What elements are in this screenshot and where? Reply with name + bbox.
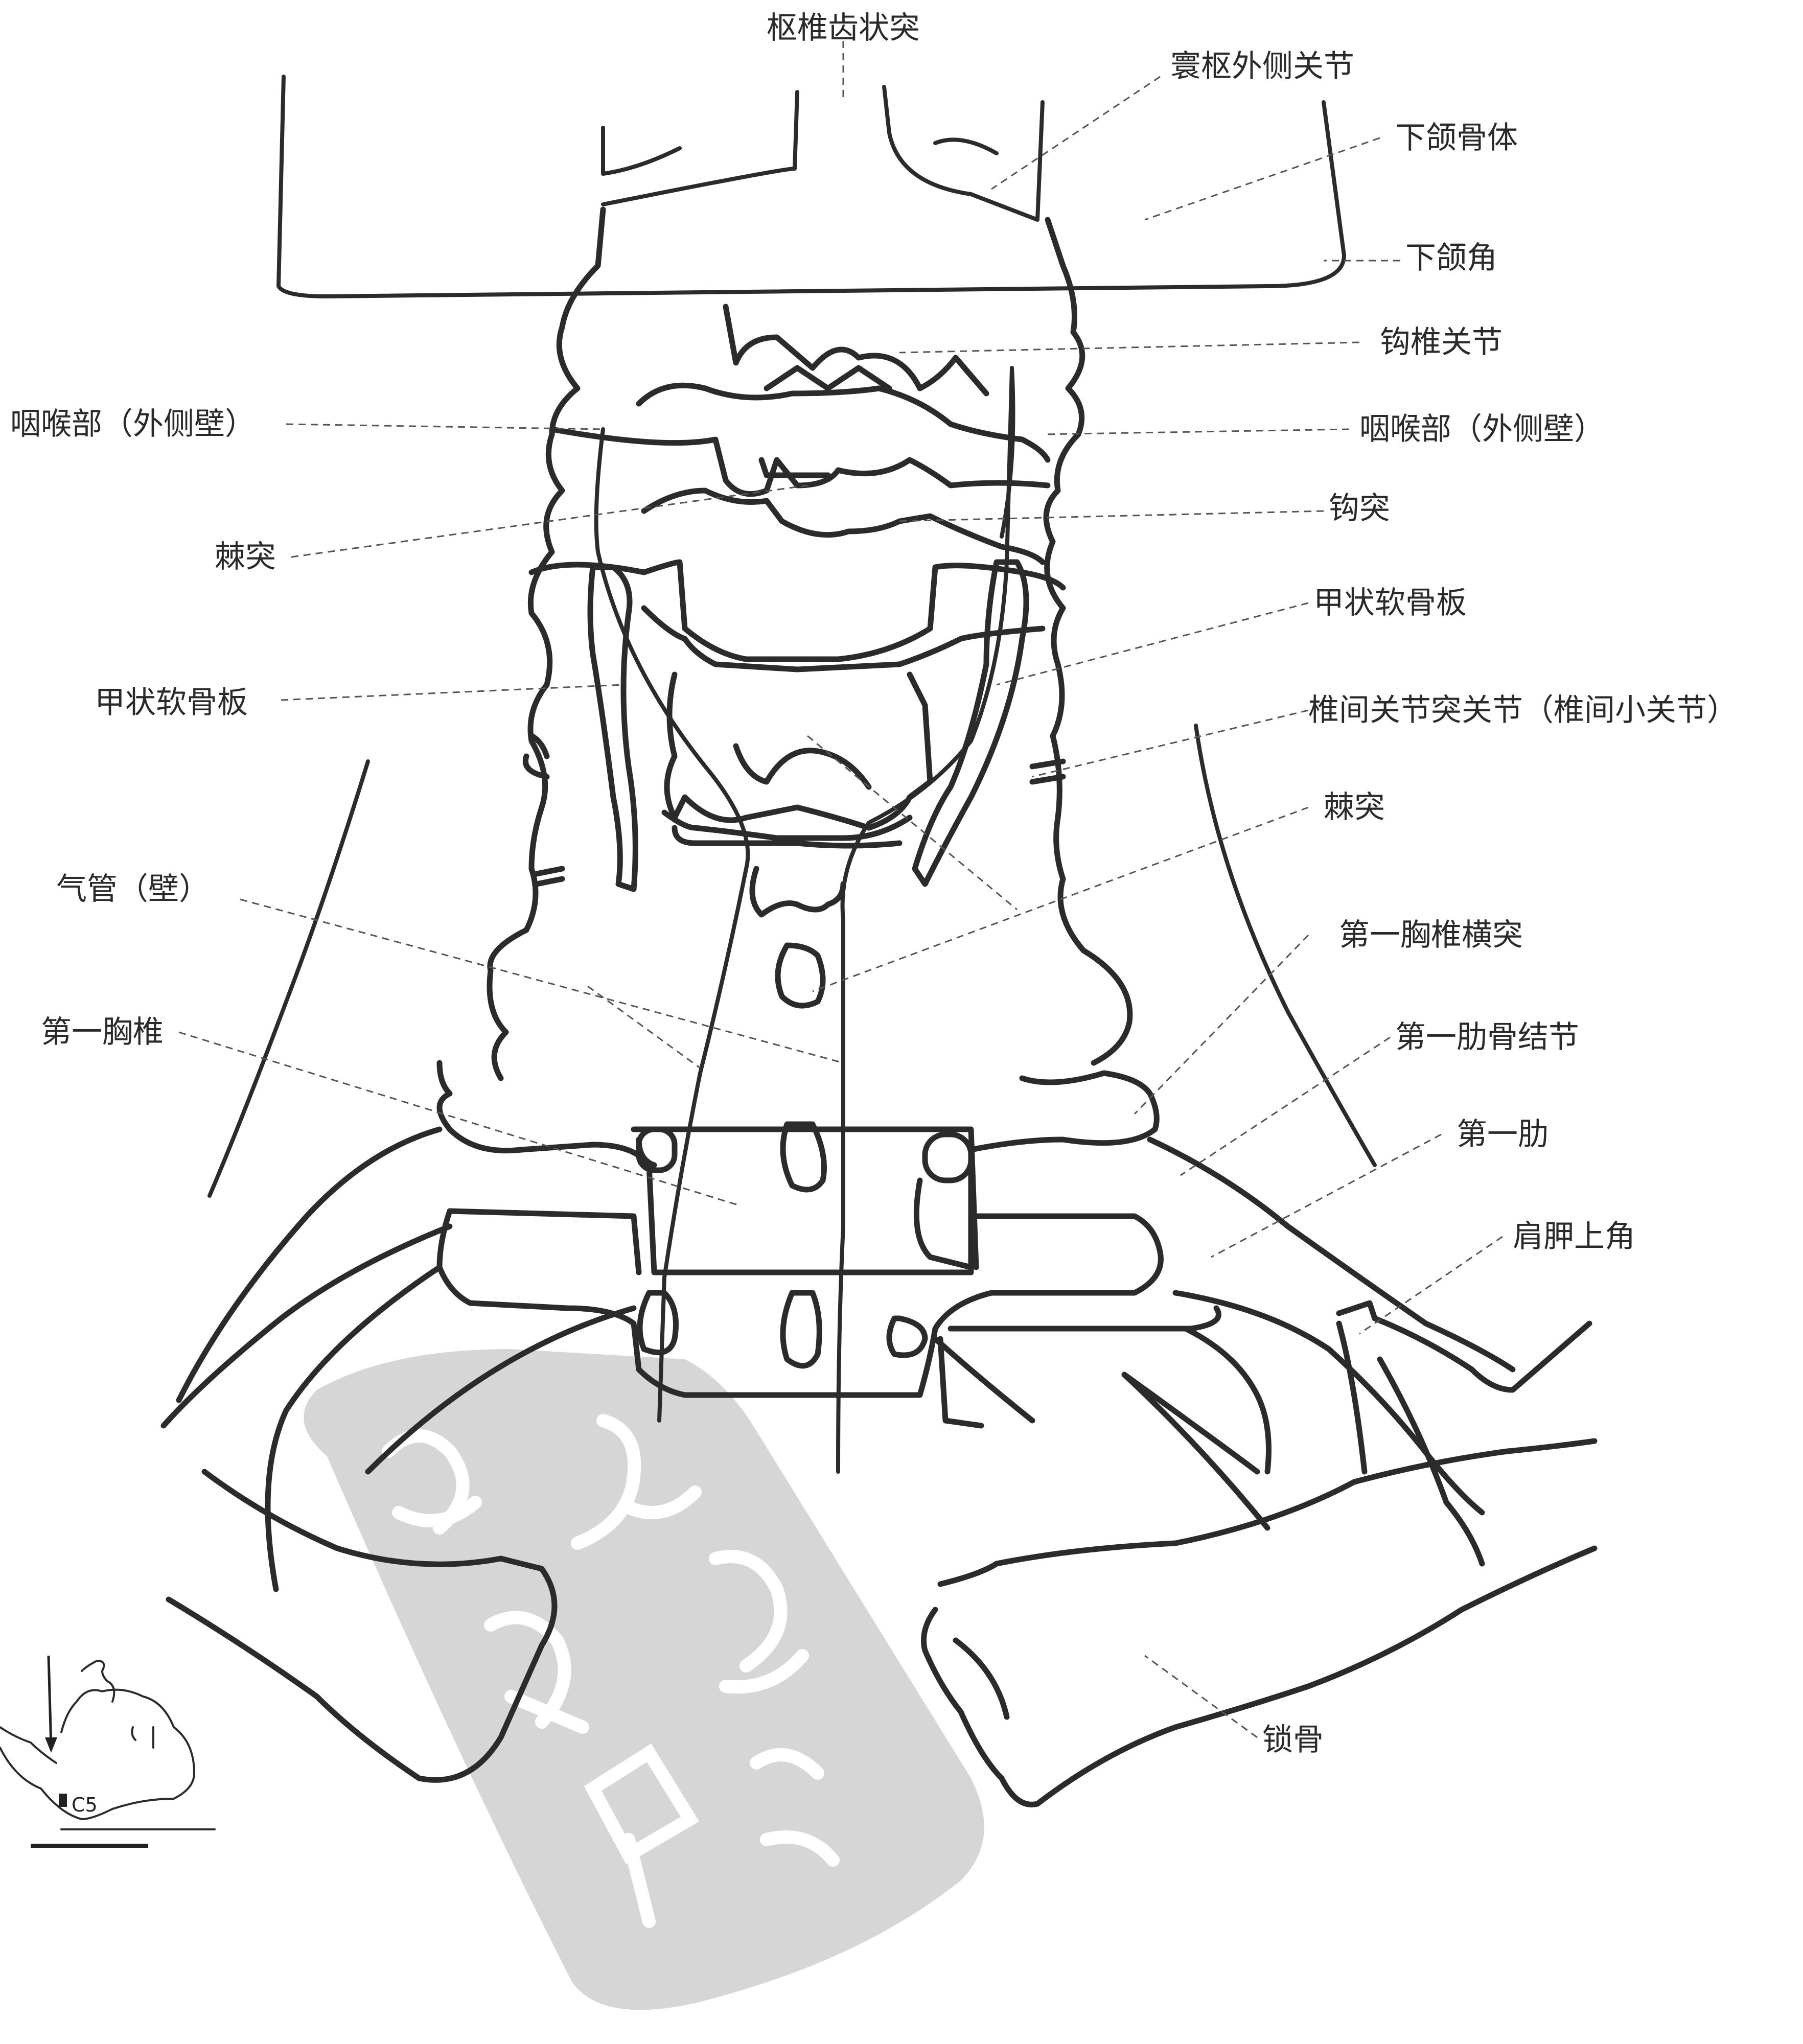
label-mandible-body: 下颌骨体	[1395, 120, 1518, 156]
label-uncovertebral-joint: 钩椎关节	[1380, 324, 1503, 360]
label-first-rib-tubercle: 第一肋骨结节	[1395, 1019, 1579, 1055]
level-marker	[59, 1794, 67, 1807]
label-thyroid-cartilage-left: 甲状软骨板	[95, 685, 248, 721]
label-thyroid-cartilage-right: 甲状软骨板	[1313, 585, 1467, 621]
label-spinous-process-lower: 棘突	[1324, 789, 1385, 825]
label-mandible-angle: 下颌角	[1405, 240, 1497, 276]
label-trachea-wall: 气管（壁）	[56, 871, 210, 907]
label-scapula-superior-angle: 肩胛上角	[1513, 1219, 1635, 1255]
cervical-column	[440, 210, 1218, 1426]
label-facet-joint: 椎间关节突关节（椎间小关节）	[1308, 692, 1738, 728]
beam-arrow	[49, 1656, 51, 1748]
label-hypopharynx-right: 咽喉部（外侧壁）	[1359, 411, 1605, 447]
label-spinous-process-upper: 棘突	[215, 539, 276, 575]
label-t1-transverse-process: 第一胸椎横突	[1339, 917, 1523, 953]
label-first-rib: 第一肋	[1457, 1117, 1548, 1152]
neck-outline-left	[210, 761, 368, 1196]
label-uncinate-process: 钩突	[1329, 491, 1390, 526]
label-first-thoracic-vertebra: 第一胸椎	[41, 1014, 164, 1050]
label-clavicle: 锁骨	[1262, 1722, 1324, 1758]
inset-level-label: C5	[72, 1794, 98, 1816]
mandible	[279, 77, 1344, 296]
label-axis-dens: 枢椎齿状突	[767, 10, 920, 46]
patient-position-inset: C5	[0, 1656, 215, 1846]
label-atlantoaxial-lateral-joint: 寰枢外侧关节	[1170, 49, 1354, 84]
label-hypopharynx-left: 咽喉部（外侧壁）	[10, 406, 256, 442]
